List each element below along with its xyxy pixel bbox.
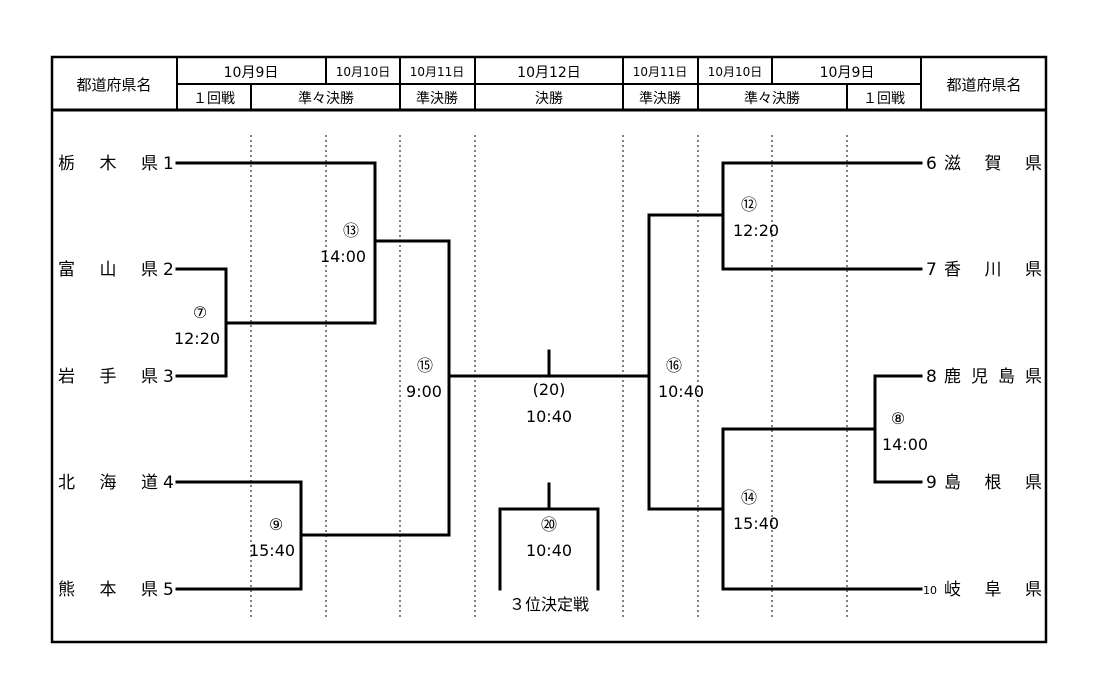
match-time: 14:00 <box>320 247 366 266</box>
match-time: 10:40 <box>526 407 572 426</box>
match-time: 14:00 <box>882 435 928 454</box>
match-number: ⑭ <box>741 488 757 507</box>
match-time: 9:00 <box>406 382 442 401</box>
left-team-seed: 5 <box>163 580 174 600</box>
line-m16 <box>647 213 725 511</box>
left-team-name: 岩 手 県 <box>58 367 158 387</box>
match-number: ⑧ <box>891 409 905 428</box>
date-right-oct11: 10月11日 <box>633 65 688 79</box>
right-team-seed: 8 <box>926 367 937 387</box>
match-time: 10:40 <box>658 382 704 401</box>
match-number: ⑫ <box>741 195 757 214</box>
left-team-seed: 1 <box>163 154 174 174</box>
right-team-seed: 6 <box>926 154 937 174</box>
line-m7 <box>175 267 228 378</box>
round-left-r1: １回戦 <box>193 91 235 107</box>
right-team-name: 滋 賀 県 <box>944 154 1042 174</box>
left-team-seed: 2 <box>163 260 174 280</box>
line-m14 <box>721 427 923 591</box>
bracket-lines <box>175 161 923 591</box>
match-time: 12:20 <box>733 221 779 240</box>
round-left-qf: 準々決勝 <box>298 91 354 107</box>
match-number: ⑦ <box>193 303 207 322</box>
left-team-name: 北 海 道 <box>58 473 158 493</box>
match-time: 15:40 <box>249 541 295 560</box>
round-right-sf: 準決勝 <box>639 91 681 107</box>
left-team-name: 栃 木 県 <box>58 154 158 174</box>
left-team-seed: 4 <box>163 473 174 493</box>
match-number: ⑳ <box>541 515 557 534</box>
match-number: ⑯ <box>666 356 682 375</box>
left-team-name: 熊 本 県 <box>58 580 158 600</box>
right-team-name: 鹿児島県 <box>944 367 1042 387</box>
match-time: 12:20 <box>174 329 220 348</box>
header-grid <box>50 55 1048 644</box>
date-right-oct10: 10月10日 <box>708 65 763 79</box>
right-team-name: 岐 阜 県 <box>944 580 1042 600</box>
right-team-seed: 7 <box>926 260 937 280</box>
match-time: 10:40 <box>526 541 572 560</box>
right-team-name: 島 根 県 <box>944 473 1042 493</box>
right-header-title: 都道府県名 <box>946 76 1021 94</box>
line-team1 <box>175 161 377 325</box>
left-header-title: 都道府県名 <box>76 76 151 94</box>
right-team-name: 香 川 県 <box>944 260 1042 280</box>
date-right-oct9: 10月9日 <box>820 65 875 81</box>
round-final: 決勝 <box>535 91 563 107</box>
third-place-label: ３位決定戦 <box>509 595 589 614</box>
right-team-seed: 9 <box>926 473 937 493</box>
line-m13-out <box>299 239 451 537</box>
match-number: (20) <box>533 380 566 399</box>
line-m12 <box>721 161 923 271</box>
date-left-oct10: 10月10日 <box>336 65 391 79</box>
round-right-qf: 準々決勝 <box>744 91 800 107</box>
match-time: 15:40 <box>733 514 779 533</box>
date-left-oct9: 10月9日 <box>224 65 279 81</box>
date-left-oct11: 10月11日 <box>410 65 465 79</box>
line-m9 <box>175 480 303 591</box>
left-team-seed: 3 <box>163 367 174 387</box>
round-right-r1: １回戦 <box>863 91 905 107</box>
date-oct12: 10月12日 <box>517 65 581 81</box>
line-m8 <box>873 374 923 484</box>
match-number: ⑮ <box>417 356 433 375</box>
left-team-name: 富 山 県 <box>58 260 158 280</box>
match-number: ⑬ <box>343 221 359 240</box>
round-left-sf: 準決勝 <box>416 91 458 107</box>
right-team-seed: 10 <box>923 584 937 597</box>
match-number: ⑨ <box>269 515 283 534</box>
